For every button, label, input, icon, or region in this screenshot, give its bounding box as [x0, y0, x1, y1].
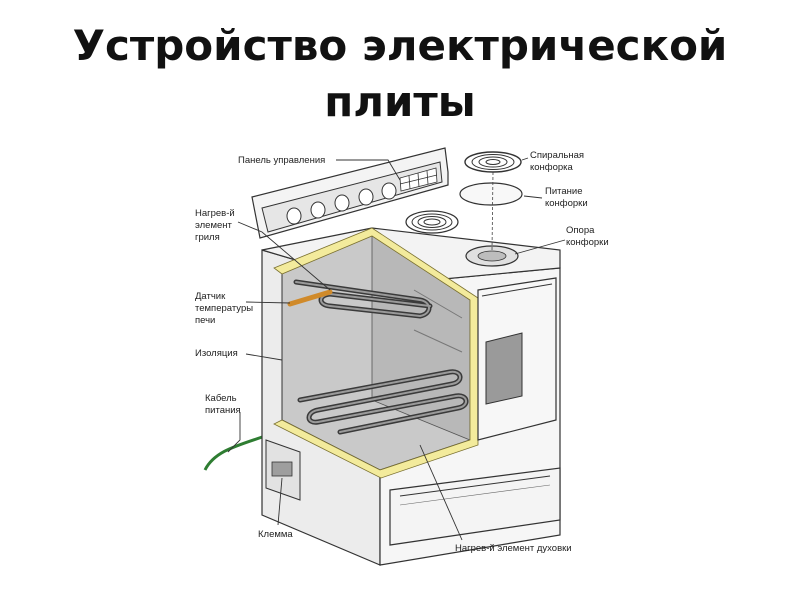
- label-power-cable: Кабель питания: [205, 393, 241, 416]
- label-terminal: Клемма: [258, 529, 293, 540]
- oven-door-window: [486, 333, 522, 404]
- terminal-block: [272, 462, 292, 476]
- power-cable: [205, 435, 268, 470]
- label-burner-support: Опора конфорки: [566, 225, 609, 248]
- label-insulation: Изоляция: [195, 348, 238, 359]
- label-oven-element: Нагрев-й элемент духовки: [455, 543, 572, 554]
- label-spiral-burner: Спиральная конфорка: [530, 150, 587, 173]
- cooktop-burner-front: [406, 211, 458, 233]
- label-control-panel: Панель управления: [238, 155, 325, 166]
- label-temp-sensor: Датчик температуры печи: [195, 291, 256, 326]
- label-burner-power: Питание конфорки: [545, 186, 588, 209]
- burner-drip-pan: [460, 183, 522, 205]
- label-grill-element: Нагрев-й элемент гриля: [195, 208, 237, 243]
- spiral-burner: [465, 152, 521, 172]
